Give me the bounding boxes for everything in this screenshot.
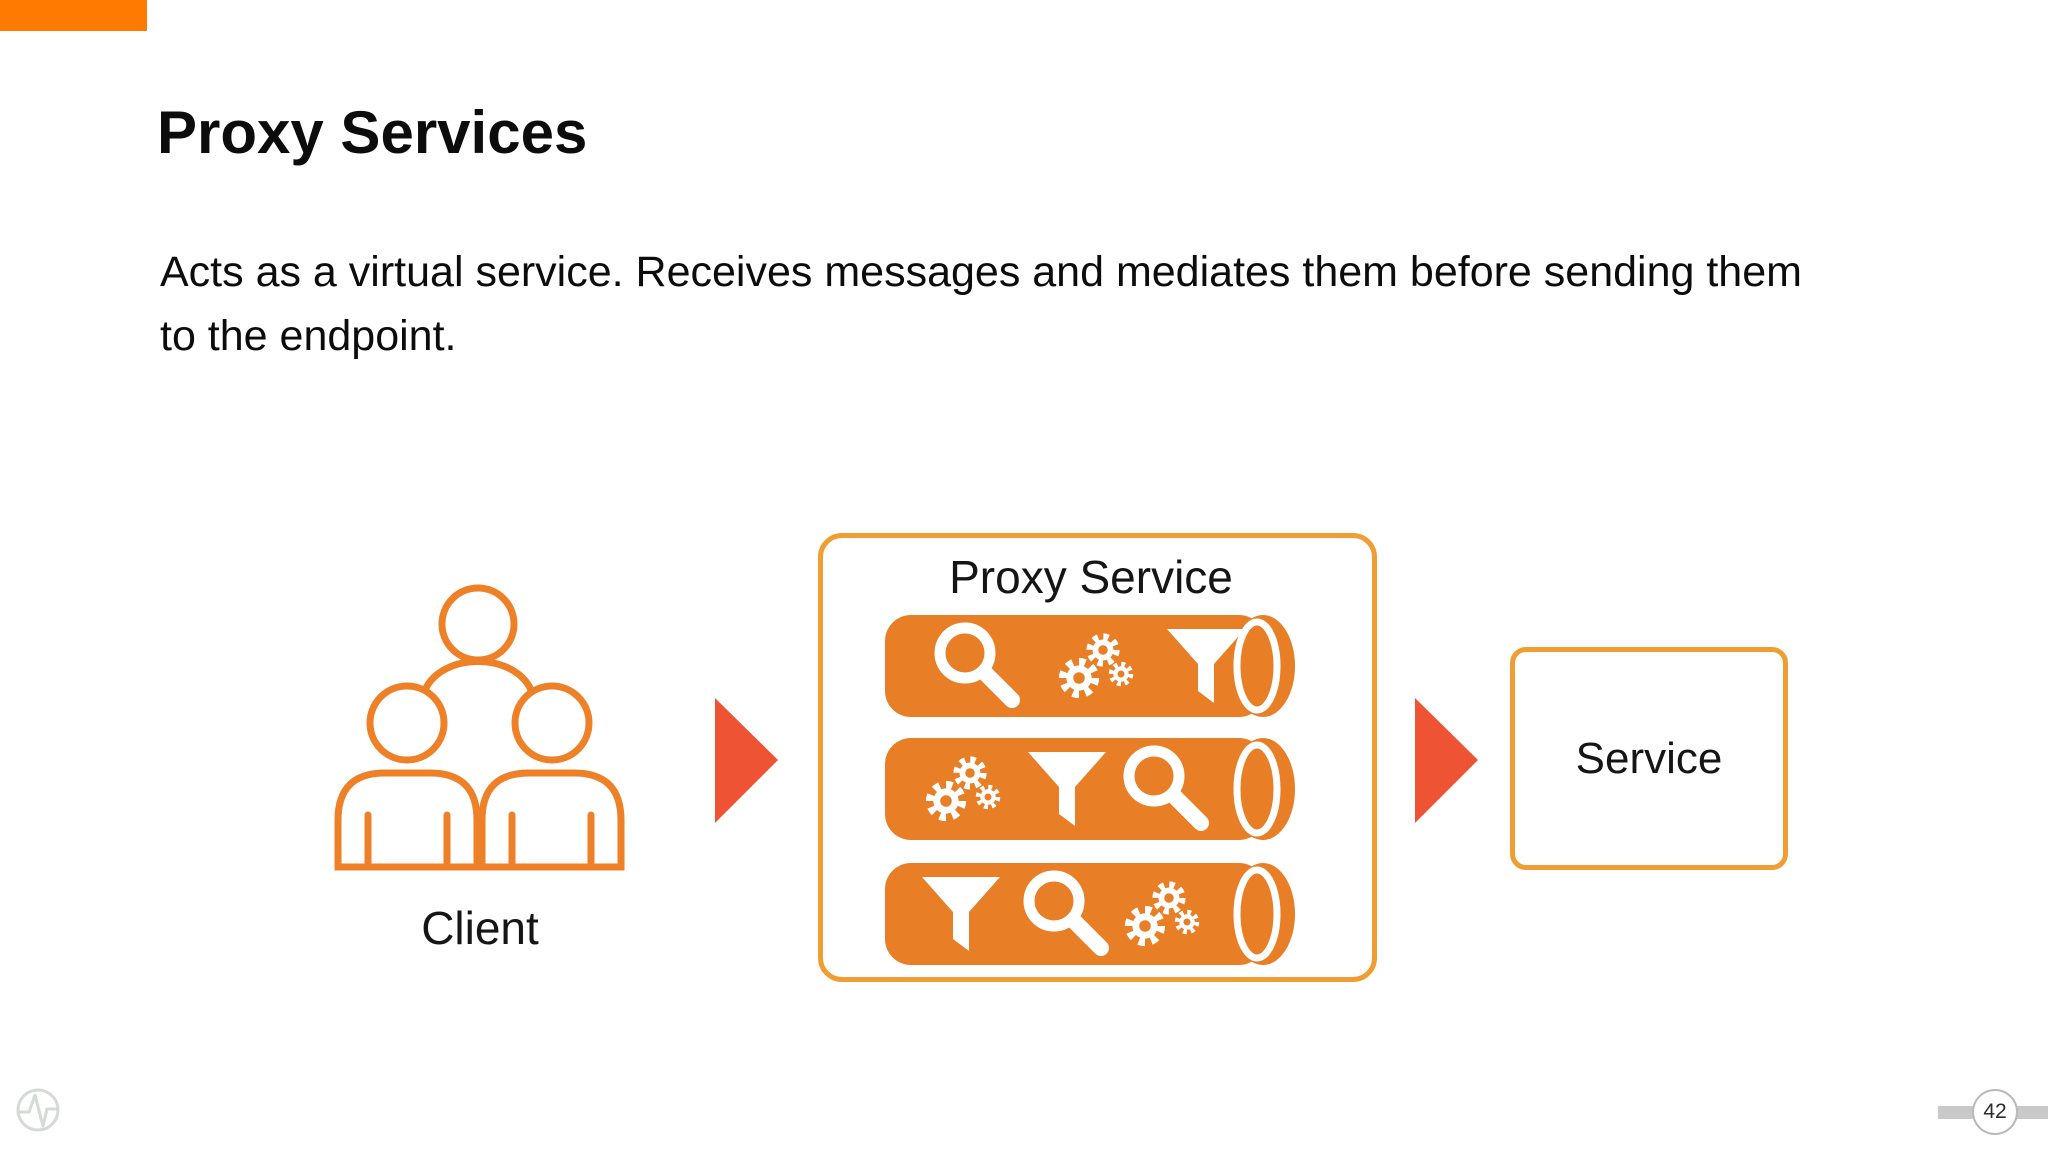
page-title: Proxy Services [157, 99, 588, 166]
page-number: 42 [1983, 1100, 2007, 1123]
flow-arrow-icon [1415, 698, 1478, 823]
pipeline-row [885, 863, 1295, 965]
page-number-badge: 42 [1972, 1089, 2018, 1135]
service-box: Service [1510, 647, 1788, 870]
pipeline-row [885, 738, 1295, 840]
proxy-service-label: Proxy Service [949, 551, 1233, 603]
pipeline-row [885, 615, 1295, 717]
people-group-icon [334, 584, 625, 871]
pulse-circle-icon [16, 1088, 60, 1132]
service-label: Service [1575, 733, 1723, 783]
accent-bar [0, 0, 147, 31]
flow-arrow-icon [715, 698, 778, 823]
body-text: Acts as a virtual service. Receives mess… [160, 248, 1802, 360]
client-label: Client [421, 902, 539, 954]
